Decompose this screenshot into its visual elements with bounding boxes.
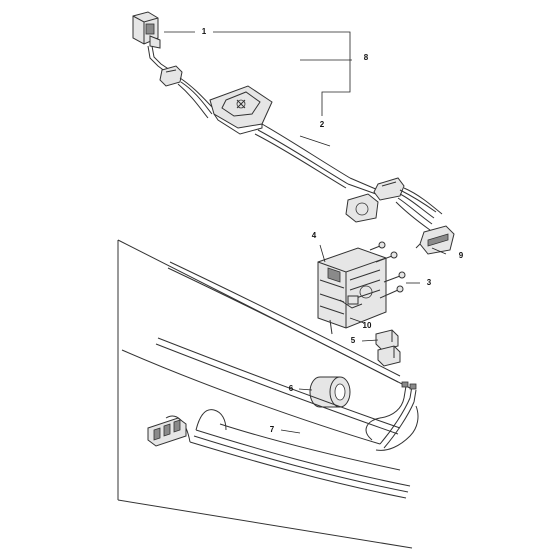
clips-part <box>375 329 401 367</box>
callout-5: 5 <box>351 336 356 345</box>
callout-8: 8 <box>364 53 369 62</box>
callout-6: 6 <box>289 384 294 393</box>
callout-7: 7 <box>270 425 275 434</box>
ferrite-sleeve-part <box>309 376 351 408</box>
callout-labels: 1 2 3 4 5 6 7 8 9 10 <box>202 27 464 434</box>
callout-4: 4 <box>312 231 317 240</box>
callout-3: 3 <box>427 278 432 287</box>
leader-lines <box>164 31 447 434</box>
plug-connector-part <box>147 417 187 447</box>
callout-1: 1 <box>202 27 207 36</box>
ribbon-connector-part <box>415 225 455 255</box>
wiring-harness-part <box>159 65 443 231</box>
callout-9: 9 <box>459 251 464 260</box>
control-module-part <box>317 247 387 335</box>
screws-part <box>369 241 406 299</box>
callout-2: 2 <box>320 120 325 129</box>
cable-set-part <box>117 239 419 549</box>
module-connector-part <box>339 295 363 309</box>
callout-10: 10 <box>363 321 372 330</box>
switch-part <box>132 11 171 73</box>
